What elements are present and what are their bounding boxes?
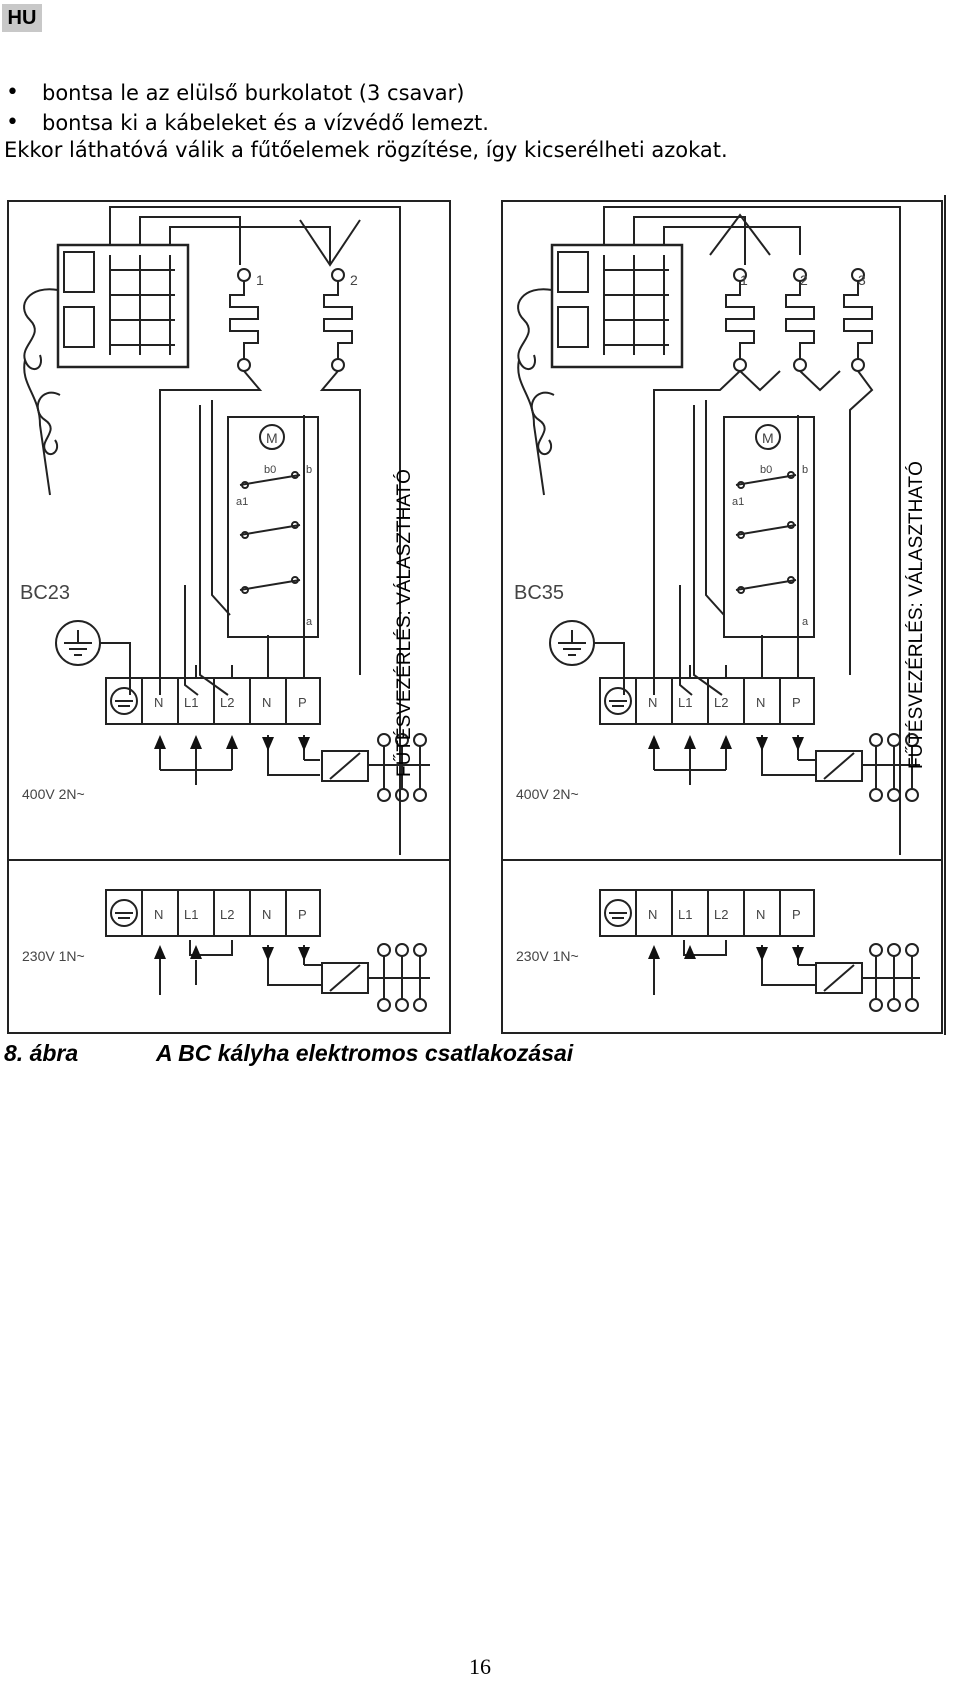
model-label-right: BC35	[514, 582, 564, 604]
terminal-label: L1	[678, 695, 692, 710]
supply-label-upper-right: 400V 2N~	[516, 786, 579, 802]
terminal-label: N	[648, 907, 657, 922]
contact-label: b0	[760, 464, 772, 476]
sensor-coil	[23, 288, 59, 370]
terminal-label: L2	[714, 907, 728, 922]
terminal-label: L1	[678, 907, 692, 922]
step-item: bontsa ki a kábeleket és a vízvédő lemez…	[0, 108, 489, 138]
arrowheads	[154, 735, 804, 961]
terminal-label: P	[792, 695, 801, 710]
contact-label: a	[802, 616, 809, 628]
terminal-label: N	[756, 695, 765, 710]
figure-caption: 8. ábra A BC kályha elektromos csatlakozá…	[4, 1040, 573, 1067]
contact-label: a1	[732, 496, 744, 508]
terminal-label: N	[262, 695, 271, 710]
heater-number: 2	[800, 272, 808, 288]
terminal-label: L1	[184, 907, 198, 922]
motor-label: M	[266, 430, 278, 446]
language-badge: HU	[2, 4, 42, 32]
terminal-label: N	[756, 907, 765, 922]
side-note-right: FŰTÉSVEZÉRLÉS: VÁLASZTHATÓ	[905, 461, 927, 769]
controller-box	[227, 416, 319, 638]
terminal-label: P	[298, 907, 307, 922]
heater-number: 1	[740, 272, 748, 288]
terminal-label: N	[154, 695, 163, 710]
supply-label-lower-right: 230V 1N~	[516, 948, 579, 964]
terminal-label: N	[262, 907, 271, 922]
heater-number: 2	[350, 272, 358, 288]
contact-label: b	[802, 464, 808, 476]
figure-number: 8. ábra	[4, 1040, 79, 1066]
contact-label: b0	[264, 464, 276, 476]
side-note-left: FŰTÉSVEZÉRLÉS: VÁLASZTHATÓ	[393, 469, 415, 777]
heater-number: 3	[858, 272, 866, 288]
heater-number: 1	[256, 272, 264, 288]
terminal-label: N	[648, 695, 657, 710]
motor-label: M	[762, 430, 774, 446]
heater-element-2	[323, 281, 353, 359]
contactor-block	[56, 243, 190, 369]
instruction-steps: bontsa le az elülső burkolatot (3 csavar…	[0, 78, 489, 138]
wiring-diagram: BC23 BC35 400V 2N~ 400V 2N~ 230V 1N~ 230…	[7, 195, 946, 1035]
terminal-label: P	[298, 695, 307, 710]
terminal-label: L2	[220, 695, 234, 710]
left-panel-frame	[7, 200, 451, 1034]
supply-label-upper-left: 400V 2N~	[22, 786, 85, 802]
terminal-label: P	[792, 907, 801, 922]
motor-symbol	[259, 424, 285, 450]
instruction-paragraph: Ekkor láthatóvá válik a fűtőelemek rögzí…	[4, 138, 728, 162]
step-item: bontsa le az elülső burkolatot (3 csavar…	[0, 78, 489, 108]
contact-label: b	[306, 464, 312, 476]
supply-label-lower-left: 230V 1N~	[22, 948, 85, 964]
contactor-block-right	[550, 243, 684, 369]
heater-element-1	[229, 281, 259, 359]
model-label-left: BC23	[20, 582, 70, 604]
page-number: 16	[469, 1654, 491, 1679]
terminal-label: L2	[220, 907, 234, 922]
terminal-label: L1	[184, 695, 198, 710]
contact-label: a	[306, 616, 313, 628]
terminal-label: N	[154, 907, 163, 922]
contact-label: a1	[236, 496, 248, 508]
right-panel-frame	[501, 200, 943, 1034]
terminal-label: L2	[714, 695, 728, 710]
figure-title: A BC kályha elektromos csatlakozásai	[156, 1040, 574, 1066]
